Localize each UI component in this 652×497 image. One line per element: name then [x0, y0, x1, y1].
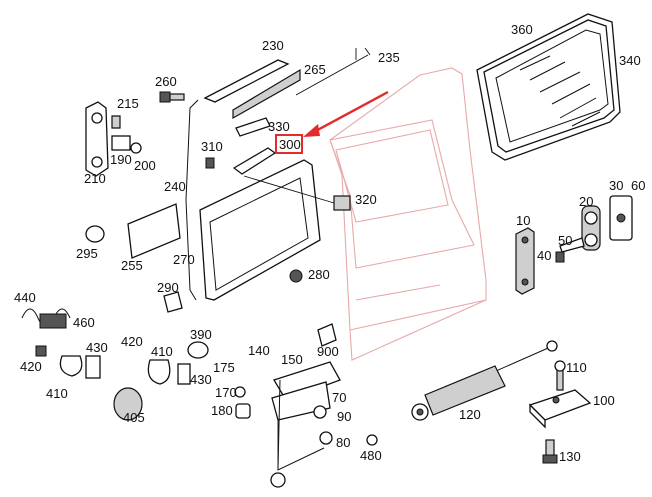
- callout-10: 10: [516, 213, 530, 228]
- callout-260: 260: [155, 74, 177, 89]
- small-parts-left: [21, 291, 337, 421]
- callout-210: 210: [84, 171, 106, 186]
- callout-80: 80: [336, 435, 350, 450]
- callout-290: 290: [157, 280, 179, 295]
- callout-340: 340: [619, 53, 641, 68]
- callout-460: 460: [73, 315, 95, 330]
- callout-330: 330: [268, 119, 290, 134]
- callout-110: 110: [566, 360, 587, 375]
- callout-20: 20: [579, 194, 593, 209]
- rear-door-outline: [329, 67, 487, 361]
- callout-90: 90: [337, 409, 351, 424]
- callout-390: 390: [190, 327, 212, 342]
- callout-410b: 410: [46, 386, 68, 401]
- strut-bracket: [528, 360, 592, 429]
- callout-labels: 230 235 265 260 215 330 300 310 190 200 …: [14, 22, 645, 464]
- callout-255: 255: [121, 258, 143, 273]
- callout-130: 130: [559, 449, 581, 464]
- callout-440: 440: [14, 290, 36, 305]
- callout-170: 170: [215, 385, 237, 400]
- callout-420a: 420: [121, 334, 143, 349]
- callout-405: 405: [123, 410, 145, 425]
- leader-lines: [243, 47, 371, 470]
- gas-strut: [411, 340, 558, 421]
- callout-900: 900: [317, 344, 339, 359]
- callout-265: 265: [304, 62, 326, 77]
- callout-410a: 410: [151, 344, 173, 359]
- callout-40: 40: [537, 248, 551, 263]
- callout-235: 235: [378, 50, 400, 65]
- callout-190: 190: [110, 152, 132, 167]
- window-pane: [476, 13, 621, 161]
- callout-270: 270: [173, 252, 195, 267]
- callout-240: 240: [164, 179, 186, 194]
- hinge-plate: [515, 227, 535, 295]
- callout-60: 60: [631, 178, 645, 193]
- plug-295: [85, 225, 105, 243]
- callout-30: 30: [609, 178, 623, 193]
- callout-430a: 430: [86, 340, 108, 355]
- callout-120: 120: [459, 407, 481, 422]
- callout-480: 480: [360, 448, 382, 463]
- callout-360: 360: [511, 22, 533, 37]
- callout-320: 320: [355, 192, 377, 207]
- callout-140: 140: [248, 343, 270, 358]
- hinge-210: [85, 101, 142, 177]
- callout-200: 200: [134, 158, 156, 173]
- handle-parts: [203, 54, 369, 211]
- callout-230: 230: [262, 38, 284, 53]
- callout-180: 180: [211, 403, 233, 418]
- callout-280: 280: [308, 267, 330, 282]
- callout-100: 100: [593, 393, 615, 408]
- callout-215: 215: [117, 96, 139, 111]
- latch-assembly: [234, 361, 378, 488]
- callout-175: 175: [213, 360, 235, 375]
- door-buffers: [555, 195, 633, 263]
- door-seal-and-panel: [127, 99, 321, 301]
- callout-295: 295: [76, 246, 98, 261]
- callout-150: 150: [281, 352, 303, 367]
- highlight-arrow: [275, 90, 389, 154]
- callout-300: 300: [279, 137, 301, 152]
- bolt-130: [542, 439, 558, 464]
- screws: [159, 91, 215, 169]
- callout-70: 70: [332, 390, 346, 405]
- callout-430b: 430: [190, 372, 212, 387]
- callout-50: 50: [558, 233, 572, 248]
- callout-420b: 420: [20, 359, 42, 374]
- callout-310: 310: [201, 139, 223, 154]
